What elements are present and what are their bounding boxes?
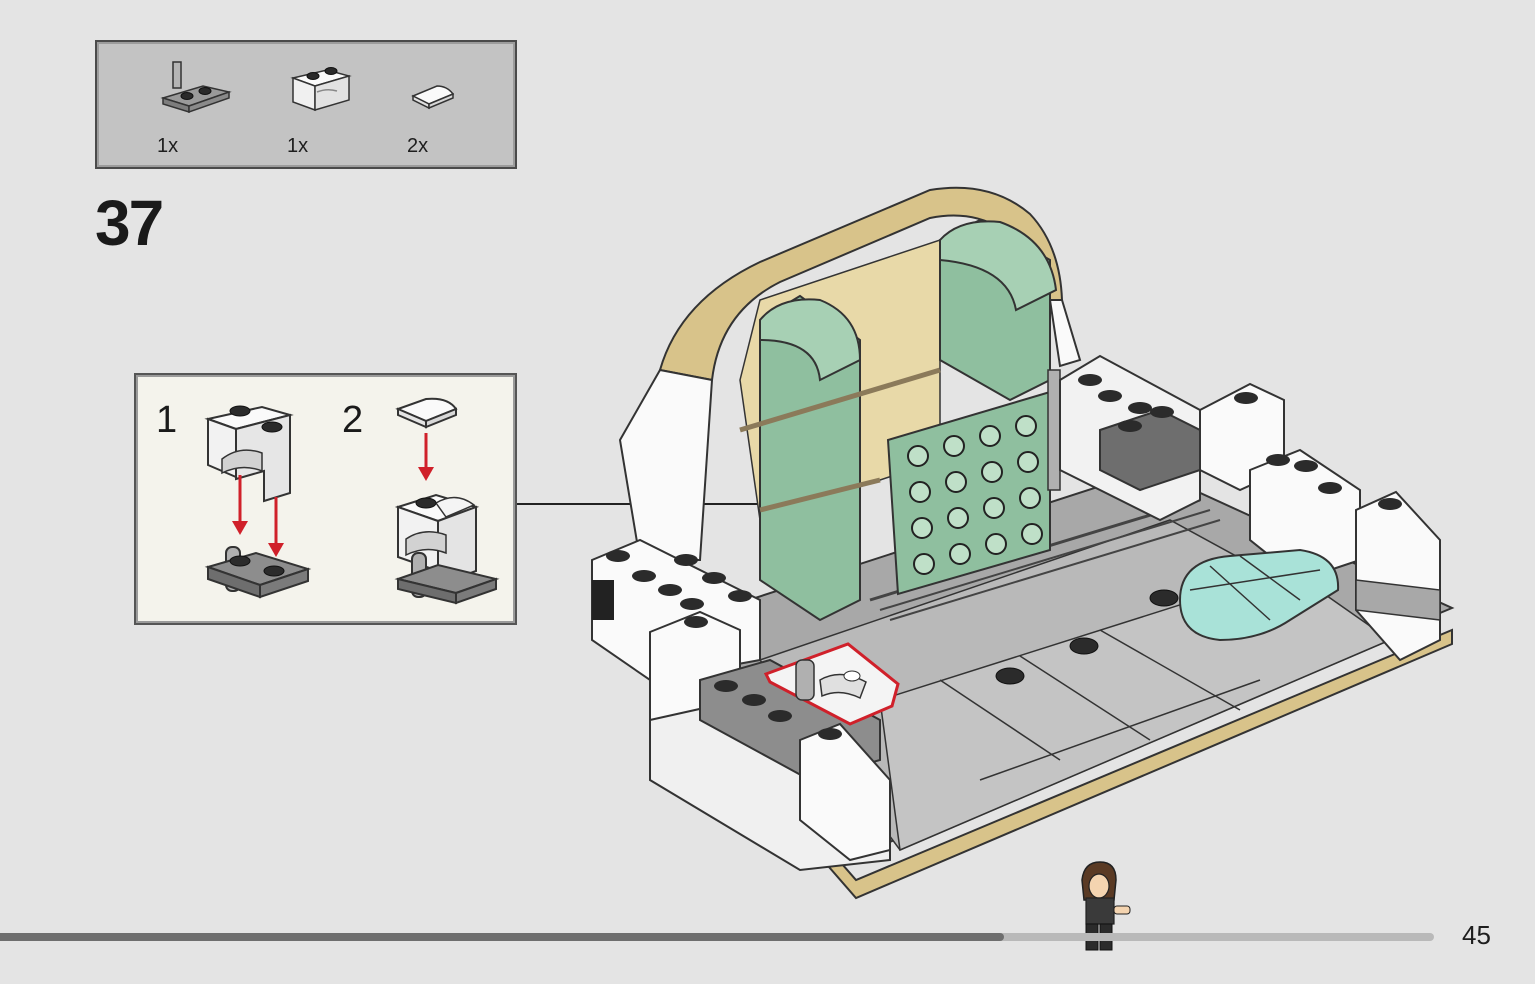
sand-green-seats	[739, 218, 1058, 622]
front-left-wall	[591, 538, 891, 872]
part-item-1: 1x	[157, 58, 247, 158]
sub-step-number: 2	[342, 399, 364, 441]
progress-bar	[0, 933, 1434, 941]
part-quantity: 1x	[287, 135, 309, 157]
part-quantity: 2x	[407, 135, 429, 157]
progress-bar-fill	[0, 933, 1004, 941]
plate-with-bar-icon	[160, 61, 232, 114]
sand-green-stud-panel	[886, 369, 1061, 596]
right-white-wall	[1059, 354, 1441, 662]
quarter-tile-icon	[411, 85, 455, 110]
sub-assembly-illustration	[204, 397, 500, 605]
callout-arrow-icon	[784, 622, 808, 648]
page-number: 45	[1462, 920, 1491, 950]
parts-list-box: 1x 1x 2x	[95, 40, 517, 169]
highlighted-new-assembly	[763, 642, 900, 726]
white-brick-icon	[290, 67, 352, 112]
sub-step-2-tile	[395, 397, 458, 429]
trans-light-blue-tiles	[1178, 548, 1340, 642]
sub-assembly-box: 1 2	[134, 373, 517, 625]
callout-leader-line	[517, 503, 797, 632]
part-quantity: 1x	[157, 135, 179, 157]
sub-step-1-brick	[204, 405, 294, 503]
tan-arch	[658, 186, 1064, 521]
sub-step-1-plate	[204, 546, 312, 599]
gray-floor	[648, 468, 1455, 852]
part-item-2: 1x	[287, 58, 377, 158]
part-item-3: 2x	[407, 58, 497, 158]
sub-step-2-arrowhead	[418, 467, 434, 481]
sub-step-1-arrows	[232, 475, 284, 557]
step-number: 37	[95, 187, 164, 259]
sub-step-number: 1	[156, 399, 178, 441]
white-left-wall	[618, 299, 1082, 561]
tan-base-plate	[591, 619, 1453, 900]
sub-step-2-assembly	[394, 493, 500, 605]
